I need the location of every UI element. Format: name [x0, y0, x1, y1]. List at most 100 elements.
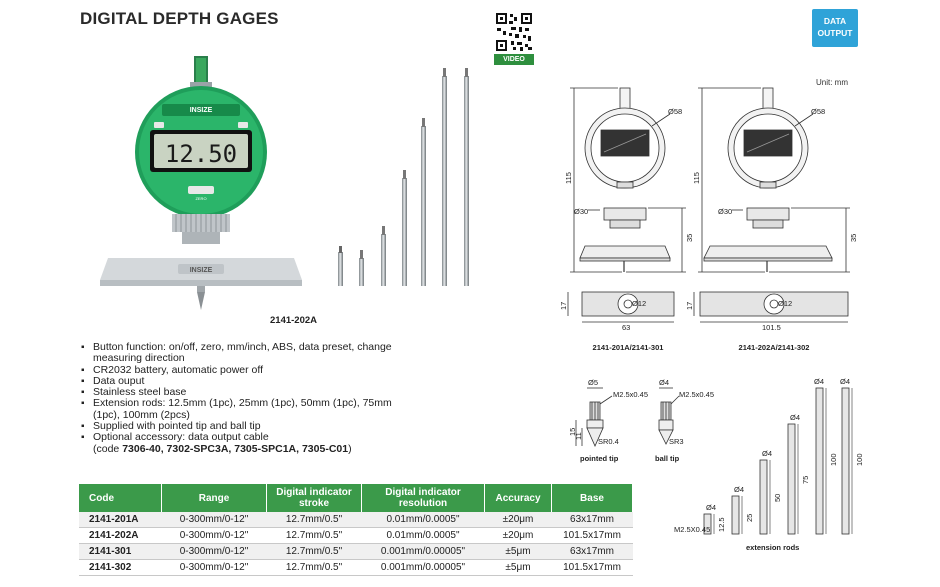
ball-tip-radius: SR3: [669, 437, 684, 446]
table-row: 2141-301 0-300mm/0-12" 12.7mm/0.5" 0.001…: [79, 543, 633, 560]
extension-rods-photo: [338, 68, 469, 286]
rod-thread: M2.5X0.45: [674, 525, 710, 534]
col-header-resolution: Digital indicator resolution: [361, 484, 485, 512]
pointed-tip-dia: Ø5: [588, 378, 598, 387]
dim-thickness: 17: [559, 302, 568, 310]
page-title: DIGITAL DEPTH GAGES: [80, 9, 279, 28]
badge-line-2: OUTPUT: [817, 28, 853, 38]
rod-dia: Ø4: [706, 503, 716, 512]
cell-base: 63x17mm: [551, 543, 633, 560]
cell-code: 2141-202A: [79, 527, 162, 544]
spec-table: Code Range Digital indicator stroke Digi…: [79, 484, 633, 576]
dim-width: 63: [622, 323, 630, 332]
drawing-right: 115 Ø58 Ø30 35 Ø12 17 101.5 2141-202A/21…: [685, 87, 858, 352]
col-header-base: Base: [551, 484, 633, 512]
display-reading: 12.50: [165, 140, 237, 168]
rod-dia: Ø4: [762, 449, 772, 458]
dim-dial: Ø58: [668, 107, 682, 116]
accessory-code-open: (code: [93, 442, 123, 455]
depth-gage-photo: INSIZE on/off ABS 12.50 ZERO INSIZE: [100, 56, 302, 310]
pointed-tip-thread: M2.5x0.45: [613, 390, 648, 399]
badge-line-1: DATA: [823, 16, 847, 26]
dim-base-height: 35: [685, 234, 694, 242]
rod-length: 75: [801, 476, 810, 484]
feature-item: Data ouput: [80, 375, 410, 387]
rod-dia: Ø4: [840, 377, 850, 386]
rod-length: 100: [829, 453, 838, 466]
cell-accuracy: ±5μm: [484, 559, 552, 576]
cell-stroke: 12.7mm/0.5": [266, 543, 362, 560]
table-row: 2141-302 0-300mm/0-12" 12.7mm/0.5" 0.001…: [79, 559, 633, 576]
base-brand-logo: INSIZE: [190, 267, 213, 274]
dim-height: 115: [692, 172, 701, 184]
pointed-tip-caption: pointed tip: [580, 454, 619, 463]
pointed-tip-drawing: Ø5 M2.5x0.45 15 11 SR0.4 pointed tip: [568, 378, 648, 463]
rod-dia: Ø4: [734, 485, 744, 494]
rod-length: 100: [855, 453, 864, 466]
dim-thickness: 17: [685, 302, 694, 310]
cell-base: 63x17mm: [551, 512, 633, 528]
rod-length: 12.5: [717, 517, 726, 532]
col-header-accuracy: Accuracy: [484, 484, 552, 512]
rod-dia: Ø4: [814, 377, 824, 386]
feature-item-accessory: Optional accessory: data output cable(co…: [80, 432, 410, 455]
pointed-tip-d2: 11: [574, 432, 583, 440]
rods-caption: extension rods: [746, 543, 799, 552]
cell-code: 2141-301: [79, 543, 162, 560]
qr-code-icon[interactable]: [494, 11, 534, 53]
feature-list: Button function: on/off, zero, mm/inch, …: [80, 341, 410, 455]
accessory-code-close: ): [348, 442, 352, 455]
dim-width: 101.5: [762, 323, 781, 332]
cell-resolution: 0.01mm/0.0005": [361, 512, 485, 528]
table-row: 2141-202A 0-300mm/0-12" 12.7mm/0.5" 0.01…: [79, 527, 633, 544]
col-header-stroke: Digital indicator stroke: [266, 484, 362, 512]
table-row: 2141-201A 0-300mm/0-12" 12.7mm/0.5" 0.01…: [79, 512, 633, 528]
cell-accuracy: ±5μm: [484, 543, 552, 560]
cell-resolution: 0.001mm/0.00005": [361, 559, 485, 576]
accessory-text: Optional accessory: data output cable: [93, 431, 269, 444]
cell-base: 101.5x17mm: [551, 559, 633, 576]
data-output-badge: DATA OUTPUT: [812, 9, 858, 47]
feature-item: Stainless steel base: [80, 386, 410, 398]
extension-rods-drawing: Ø4 Ø4 Ø4 Ø4 Ø4 Ø4 12.5 25 50 75 100 100 …: [674, 377, 864, 552]
cell-stroke: 12.7mm/0.5": [266, 527, 362, 544]
rod-length: 25: [745, 514, 754, 522]
dim-hole: Ø12: [778, 299, 792, 308]
drawing-caption: 2141-202A/2141-302: [739, 343, 810, 352]
ball-tip-drawing: Ø4 M2.5x0.45 SR3 ball tip: [655, 378, 714, 463]
table-header-row: Code Range Digital indicator stroke Digi…: [79, 484, 633, 512]
feature-item: Button function: on/off, zero, mm/inch, …: [80, 341, 410, 365]
rod-dia: Ø4: [790, 413, 800, 422]
drawing-caption: 2141-201A/2141-301: [593, 343, 664, 352]
cell-range: 0-300mm/0-12": [161, 559, 267, 576]
drawing-left: 115 Ø58 Ø30 35 Ø12 17 63 2141-201A/2141-…: [559, 87, 694, 352]
col-header-code: Code: [79, 484, 162, 512]
col-header-range: Range: [161, 484, 267, 512]
cell-resolution: 0.001mm/0.00005": [361, 543, 485, 560]
dim-stem: Ø30: [718, 207, 732, 216]
feature-item: Extension rods: 12.5mm (1pc), 25mm (1pc)…: [80, 398, 410, 421]
ball-tip-caption: ball tip: [655, 454, 680, 463]
cell-range: 0-300mm/0-12": [161, 527, 267, 544]
unit-note: Unit: mm: [816, 78, 848, 87]
ball-tip-thread: M2.5x0.45: [679, 390, 714, 399]
cell-accuracy: ±20μm: [484, 527, 552, 544]
video-label[interactable]: VIDEO: [494, 54, 534, 65]
rod-length: 50: [773, 494, 782, 502]
accessory-codes: 7306-40, 7302-SPC3A, 7305-SPC1A, 7305-C0…: [122, 442, 349, 455]
brand-logo: INSIZE: [190, 107, 213, 114]
cell-stroke: 12.7mm/0.5": [266, 559, 362, 576]
pointed-tip-d1: 15: [568, 428, 577, 436]
cell-range: 0-300mm/0-12": [161, 543, 267, 560]
dim-dial: Ø58: [811, 107, 825, 116]
ball-tip-dia: Ø4: [659, 378, 669, 387]
dim-height: 115: [564, 172, 573, 184]
feature-item: Supplied with pointed tip and ball tip: [80, 420, 410, 432]
dim-base-height: 35: [849, 234, 858, 242]
cell-code: 2141-201A: [79, 512, 162, 528]
product-model-label: 2141-202A: [270, 315, 318, 326]
cell-accuracy: ±20μm: [484, 512, 552, 528]
feature-item: CR2032 battery, automatic power off: [80, 364, 410, 376]
cell-base: 101.5x17mm: [551, 527, 633, 544]
cell-stroke: 12.7mm/0.5": [266, 512, 362, 528]
